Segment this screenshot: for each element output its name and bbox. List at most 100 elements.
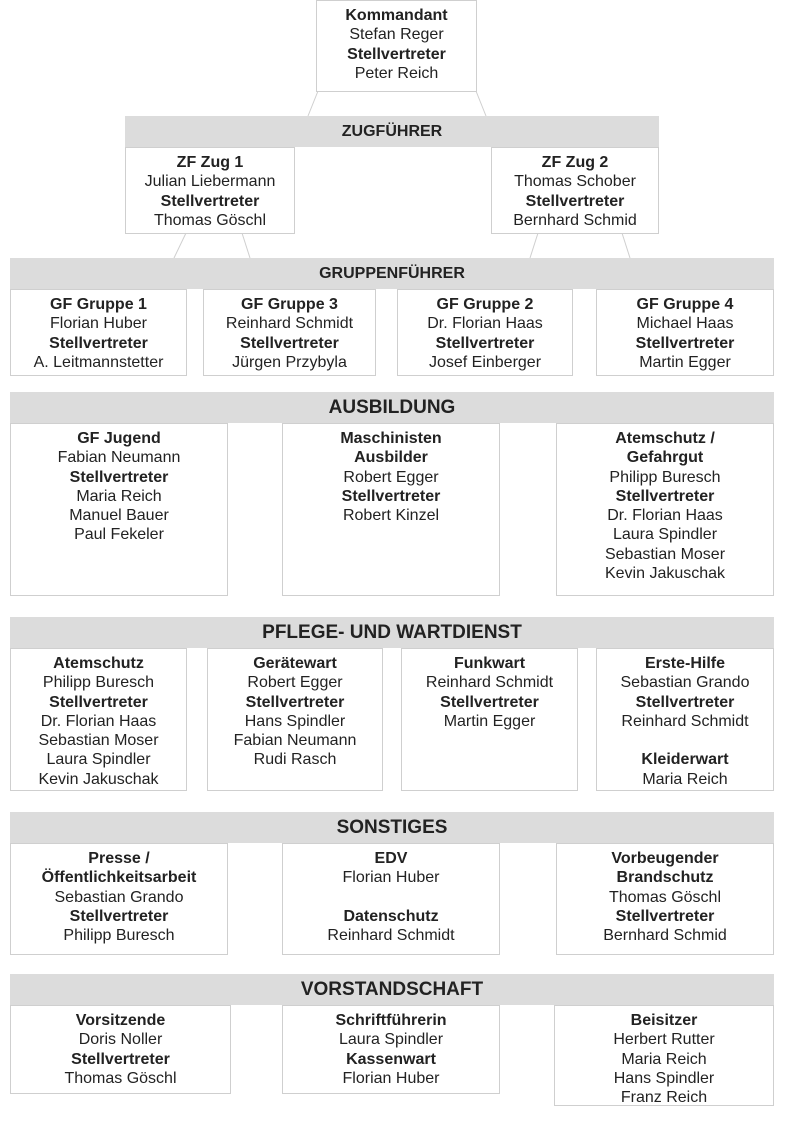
role-title: Atemschutz (53, 655, 144, 672)
role-title: Erste-Hilfe (644, 655, 726, 672)
vorsitzende-box: Vorsitzende Doris Noller Stellvertreter … (10, 1005, 231, 1094)
spacer (597, 731, 773, 750)
person-name: Sebastian Moser (38, 732, 159, 750)
role-title: Presse / (88, 850, 150, 867)
role-title: GF Gruppe 1 (50, 296, 147, 313)
role-title: GF Gruppe 4 (636, 296, 734, 313)
zf-zug-1-box: ZF Zug 1 Julian Liebermann Stellvertrete… (125, 147, 295, 234)
person-name: Thomas Schober (514, 173, 636, 191)
edv-box: EDV Florian Huber Datenschutz Reinhard S… (282, 843, 500, 955)
person-name: Dr. Florian Haas (607, 507, 723, 525)
role-title: Atemschutz / (615, 430, 715, 447)
person-name: Reinhard Schmidt (327, 927, 455, 945)
connector-line (307, 90, 319, 117)
connector-line (241, 232, 251, 259)
funkwart-box: Funkwart Reinhard Schmidt Stellvertreter… (401, 648, 578, 791)
person-name: Philipp Buresch (609, 468, 721, 486)
maschinisten-box: Maschinisten Ausbilder Robert Egger Stel… (282, 423, 500, 596)
role-title: GF Jugend (77, 430, 161, 447)
person-name: Robert Egger (343, 468, 439, 486)
presse-box: Presse / Öffentlichkeitsarbeit Sebastian… (10, 843, 228, 955)
pflege-wartdienst-header: PFLEGE- UND WARTDIENST (10, 617, 774, 648)
role-title: Gefahrgut (626, 449, 704, 467)
person-name: Dr. Florian Haas (40, 712, 157, 730)
connector-line (475, 90, 487, 117)
person-name: Kevin Jakuschak (604, 565, 726, 583)
person-name: Sebastian Grando (54, 888, 184, 906)
person-name: Reinhard Schmidt (621, 712, 749, 730)
brandschutz-box: Vorbeugender Brandschutz Thomas Göschl S… (556, 843, 774, 955)
person-name: Florian Huber (342, 1069, 440, 1087)
zugfuehrer-header: ZUGFÜHRER (125, 116, 659, 147)
role-title: Funkwart (453, 655, 526, 672)
person-name: Maria Reich (642, 770, 728, 788)
person-name: Josef Einberger (428, 353, 542, 371)
person-name: Sebastian Moser (604, 545, 726, 563)
geraetewart-box: Gerätewart Robert Egger Stellvertreter H… (207, 648, 383, 791)
person-name: Maria Reich (621, 1050, 707, 1068)
role-title: Stellvertreter (347, 45, 446, 63)
role-title: Beisitzer (630, 1012, 698, 1029)
kommandant-box: Kommandant Stefan Reger Stellvertreter P… (316, 0, 477, 92)
schriftfuehrerin-box: Schriftführerin Laura Spindler Kassenwar… (282, 1005, 500, 1094)
person-name: Stefan Reger (349, 26, 444, 44)
person-name: Florian Huber (342, 869, 440, 887)
role-title: Kleiderwart (641, 751, 729, 769)
connector-line (529, 232, 539, 259)
gf-jugend-box: GF Jugend Fabian Neumann Stellvertreter … (10, 423, 228, 596)
role-title: Stellvertreter (160, 192, 260, 210)
person-name: Robert Kinzel (342, 507, 440, 525)
person-name: Philipp Buresch (42, 674, 155, 692)
role-title: ZF Zug 2 (541, 154, 609, 171)
person-name: Martin Egger (443, 712, 536, 730)
role-title: Stellvertreter (341, 487, 441, 505)
person-name: Julian Liebermann (144, 173, 276, 191)
role-title: Stellvertreter (635, 693, 735, 711)
zf-zug-2-box: ZF Zug 2 Thomas Schober Stellvertreter B… (491, 147, 659, 234)
role-title: Stellvertreter (69, 907, 169, 925)
role-title: Stellvertreter (69, 468, 169, 486)
role-title: Stellvertreter (245, 693, 345, 711)
role-title: Schriftführerin (335, 1012, 447, 1029)
person-name: Doris Noller (78, 1031, 163, 1049)
ausbildung-header: AUSBILDUNG (10, 392, 774, 423)
person-name: Rudi Rasch (253, 751, 337, 769)
person-name: Hans Spindler (613, 1069, 715, 1087)
role-title: Kassenwart (346, 1050, 436, 1068)
person-name: Kevin Jakuschak (38, 770, 159, 788)
role-title: Gerätewart (253, 655, 337, 672)
person-name: Franz Reich (620, 1089, 708, 1107)
gf-gruppe-3-box: GF Gruppe 3 Reinhard Schmidt Stellvertre… (203, 289, 376, 376)
person-name: Peter Reich (354, 64, 439, 82)
person-name: Paul Fekeler (74, 526, 164, 544)
person-name: Robert Egger (247, 674, 343, 692)
person-name: Bernhard Schmid (603, 927, 727, 945)
sonstiges-header: SONSTIGES (10, 812, 774, 843)
connector-line (621, 232, 631, 259)
person-name: Laura Spindler (338, 1031, 444, 1049)
gf-gruppe-1-box: GF Gruppe 1 Florian Huber Stellvertreter… (10, 289, 187, 376)
atemschutz-box: Atemschutz Philipp Buresch Stellvertrete… (10, 648, 187, 791)
person-name: Reinhard Schmidt (425, 674, 554, 692)
role-title: Stellvertreter (615, 907, 715, 925)
role-title: Stellvertreter (71, 1050, 170, 1068)
person-name: Thomas Göschl (153, 211, 267, 229)
person-name: Hans Spindler (244, 712, 346, 730)
person-name: Thomas Göschl (64, 1069, 177, 1087)
erste-hilfe-box: Erste-Hilfe Sebastian Grando Stellvertre… (596, 648, 774, 791)
role-title: Stellvertreter (240, 334, 339, 352)
role-title: Stellvertreter (435, 334, 535, 352)
person-name: Sebastian Grando (620, 674, 750, 692)
role-title: Stellvertreter (440, 693, 539, 711)
role-title: Datenschutz (343, 907, 439, 925)
role-title: Ausbilder (354, 449, 428, 467)
person-name: Florian Huber (50, 315, 147, 333)
role-title: Stellvertreter (49, 334, 148, 352)
role-title: Brandschutz (616, 869, 714, 887)
role-title: Stellvertreter (49, 693, 148, 711)
gf-gruppe-4-box: GF Gruppe 4 Michael Haas Stellvertreter … (596, 289, 774, 376)
person-name: Martin Egger (639, 353, 731, 371)
role-title: Kommandant (345, 7, 448, 24)
beisitzer-box: Beisitzer Herbert Rutter Maria Reich Han… (554, 1005, 774, 1106)
